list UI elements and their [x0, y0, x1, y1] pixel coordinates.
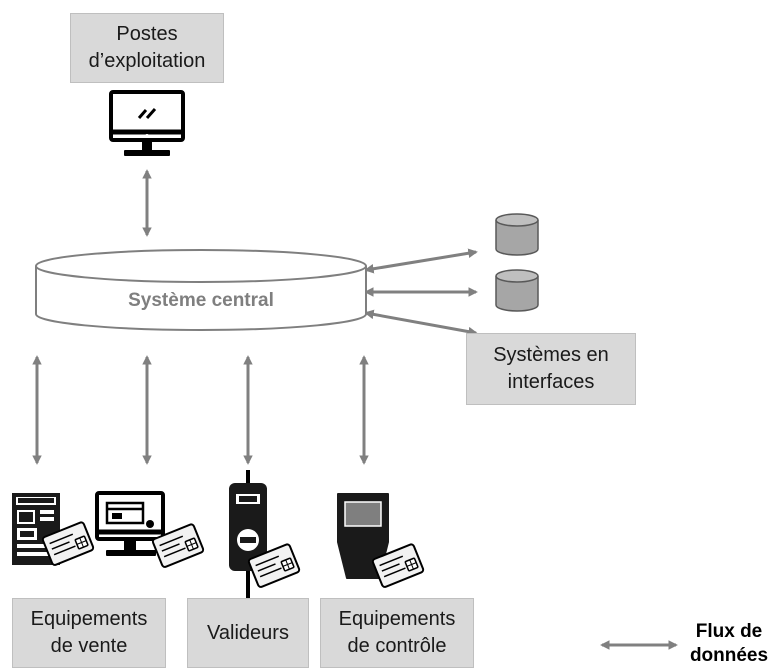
valideurs-box: Valideurs	[187, 598, 309, 668]
equipements-vente-box: Equipements de vente	[12, 598, 166, 668]
arrow-database-1	[364, 248, 478, 274]
database-icon	[495, 269, 539, 312]
legend-label: Flux de données	[689, 621, 769, 666]
central-system-label: Système central	[128, 290, 274, 311]
central-system-cylinder: Système central	[35, 249, 367, 331]
validator-icon	[229, 470, 267, 600]
sales-terminal-icon	[95, 491, 165, 556]
systemes-interfaces-box: Systèmes en interfaces	[466, 333, 636, 405]
postes-exploitation-box: Postes d’exploitation	[70, 13, 224, 83]
arrow-interfaces	[364, 309, 478, 337]
database-icon	[495, 213, 539, 256]
equipements-controle-box: Equipements de contrôle	[320, 598, 474, 668]
monitor-icon	[109, 90, 185, 156]
